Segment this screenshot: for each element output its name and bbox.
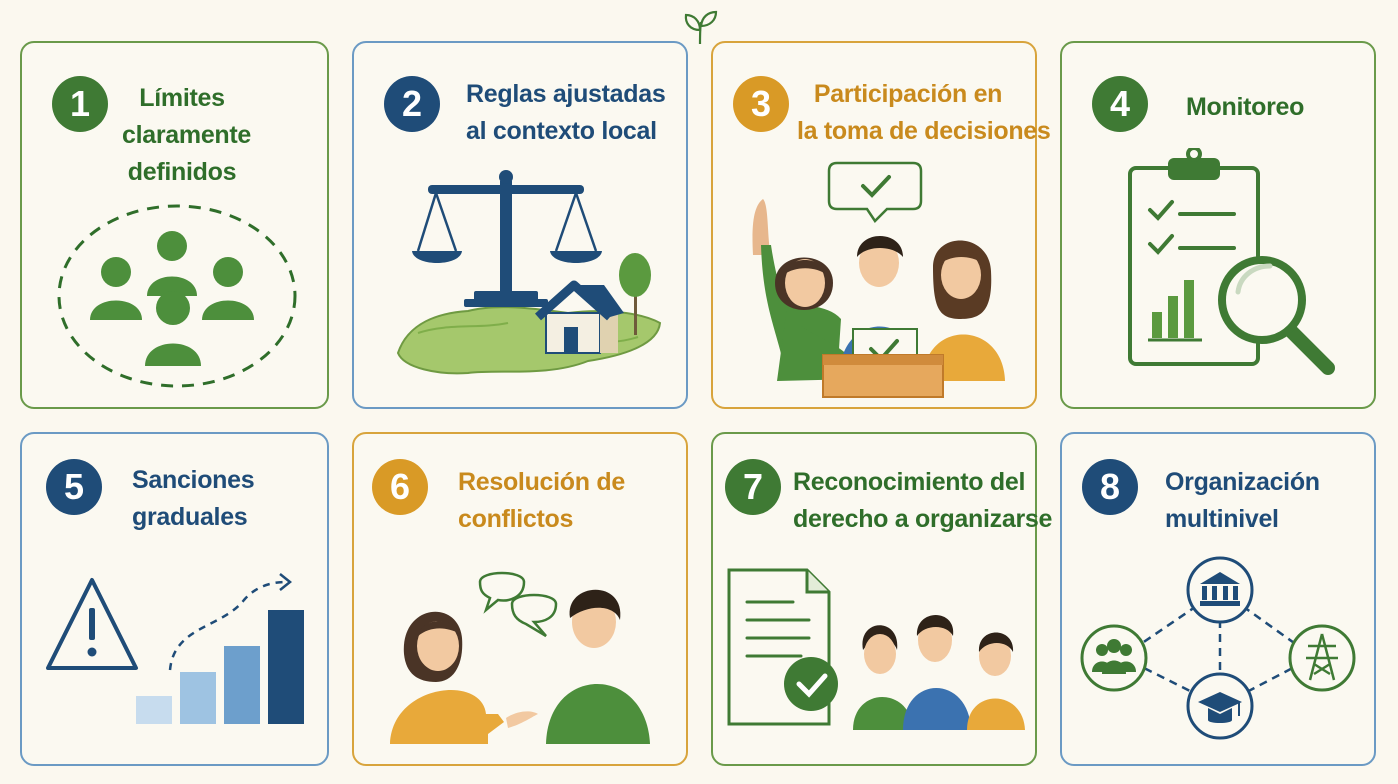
- card-title: Sanciones graduales: [132, 466, 255, 531]
- card-title: Límites claramente definidos: [122, 84, 252, 186]
- card-title: Reglas ajustadas al contexto local: [466, 80, 666, 145]
- card-3-participacion: 3 Participación en la toma de decisiones: [711, 41, 1051, 409]
- card-number: 1: [52, 76, 108, 132]
- approved-document-people-icon: [727, 568, 1025, 730]
- card-number: 8: [1082, 459, 1138, 515]
- card-1-limites: 1 Límites claramente definidos: [20, 41, 329, 409]
- card-title: Reconocimiento del derecho a organizarse: [793, 468, 1053, 533]
- group-voting-icon: [752, 161, 1005, 398]
- clipboard-magnifier-icon: [1128, 148, 1335, 375]
- multilevel-network-icon: [1080, 556, 1356, 740]
- community-boundary-icon: [57, 204, 297, 388]
- card-number: 2: [384, 76, 440, 132]
- dialogue-icon: [390, 571, 650, 744]
- leaf-sprout-icon: [684, 10, 718, 45]
- card-title: Participación en la toma de decisiones: [797, 80, 1051, 145]
- card-number: 7: [725, 459, 781, 515]
- card-number: 3: [733, 76, 789, 132]
- card-2-reglas: 2 Reglas ajustadas al contexto local: [352, 41, 688, 409]
- card-5-sanciones: 5 Sanciones graduales: [20, 432, 329, 766]
- card-4-monitoreo: 4 Monitoreo: [1060, 41, 1376, 409]
- scales-with-house-icon: [396, 170, 662, 375]
- card-number: 5: [46, 459, 102, 515]
- card-title: Monitoreo: [1186, 93, 1305, 121]
- card-6-resolucion: 6 Resolución de conflictos: [352, 432, 688, 766]
- card-number: 4: [1092, 76, 1148, 132]
- card-number: 6: [372, 459, 428, 515]
- card-title: Organización multinivel: [1165, 468, 1320, 533]
- card-7-reconocimiento: 7 Reconocimiento del derecho a organizar…: [711, 432, 1053, 766]
- warning-escalation-icon: [46, 573, 304, 724]
- card-title: Resolución de conflictos: [458, 468, 625, 533]
- card-8-organizacion: 8 Organización multinivel: [1060, 432, 1376, 766]
